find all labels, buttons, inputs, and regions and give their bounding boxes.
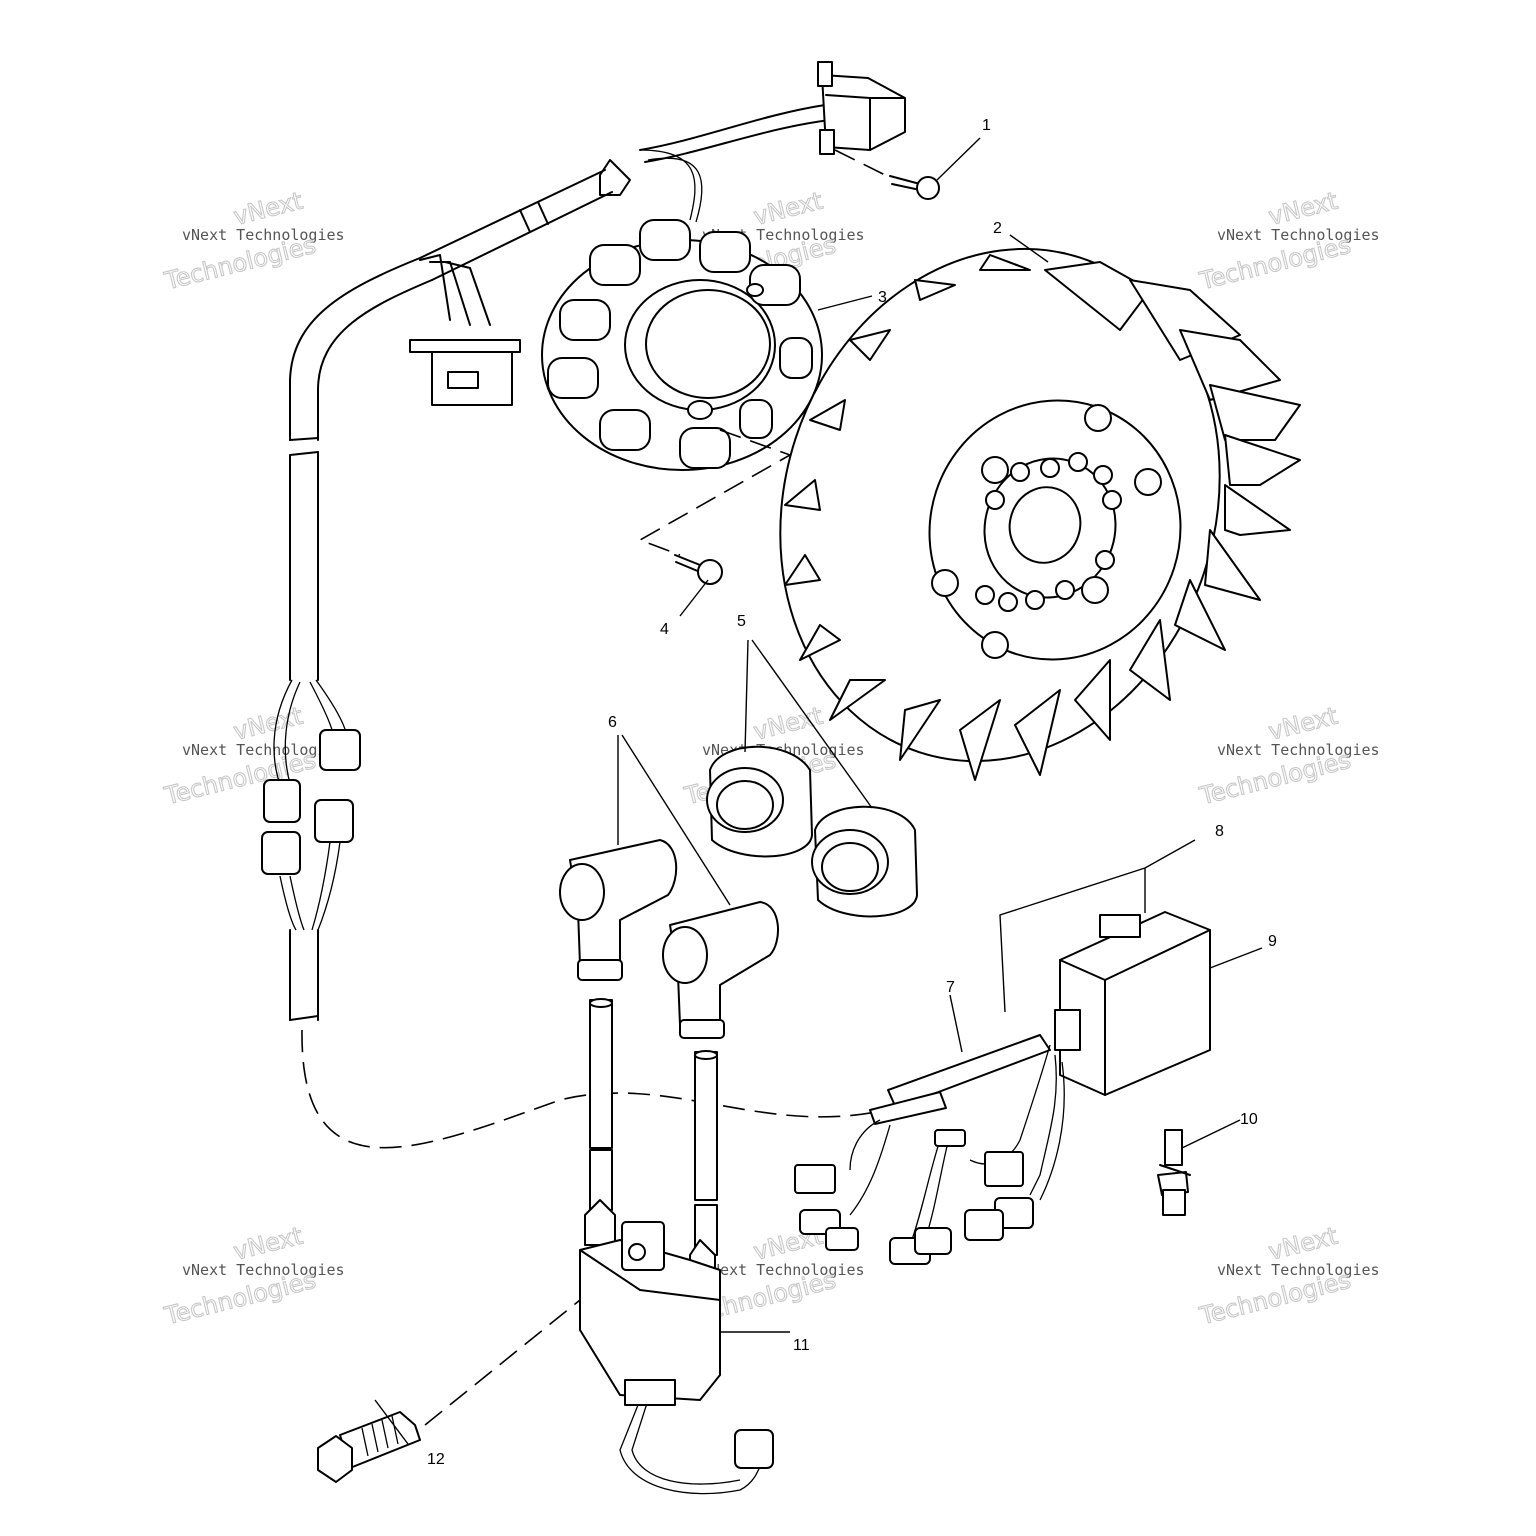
callout-5: 5 [737,613,746,630]
svg-text:vNext Technologies: vNext Technologies [702,1261,865,1279]
callout-12: 12 [427,1451,445,1468]
watermark: vNext vNext Technologies Technologies [161,701,345,811]
svg-text:vNext: vNext [231,187,306,231]
callout-10: 10 [1240,1111,1258,1128]
cdi-box [1054,911,1211,1096]
callout-2: 2 [993,220,1002,237]
callout-8: 8 [1215,823,1224,840]
terminal-10 [1157,1129,1191,1216]
flywheel-fins [784,254,1301,781]
callout-7: 7 [946,979,955,996]
grommets [706,745,918,918]
callout-1: 1 [982,117,991,134]
ignition-coil [579,998,774,1495]
callout-9: 9 [1268,933,1277,950]
watermark: vNext vNext Technologies Technologies [1196,701,1380,811]
svg-text:vNext: vNext [231,702,306,746]
callout-11: 11 [793,1337,810,1354]
leader-lines [374,137,1263,1445]
screw-1 [834,149,940,200]
svg-text:vNext Technologies: vNext Technologies [182,741,345,759]
svg-text:vNext Technologies: vNext Technologies [182,1261,345,1279]
cdi-harness [794,1034,1065,1265]
svg-text:vNext: vNext [751,187,826,231]
flywheel-bolts [931,404,1162,659]
callout-6: 6 [608,714,617,731]
watermark: vNext vNext Technologies Technologies [161,186,345,296]
coil-bolt [317,1299,581,1483]
flywheel [779,247,1301,781]
watermark: vNext vNext Technologies Technologies [1196,1221,1380,1331]
stator [541,149,823,471]
hub-holes [975,452,1122,612]
screw-4 [638,429,792,585]
svg-text:vNext: vNext [1266,187,1341,231]
svg-text:vNext Technologies: vNext Technologies [182,226,345,244]
watermark: vNext vNext Technologies Technologies [161,1221,345,1331]
svg-text:vNext Technologies: vNext Technologies [1217,741,1380,759]
svg-text:vNext: vNext [751,702,826,746]
svg-text:vNext Technologies: vNext Technologies [1217,1261,1380,1279]
watermark: vNext vNext Technologies Technologies [1196,186,1380,296]
svg-text:vNext: vNext [1266,702,1341,746]
svg-text:vNext Technologies: vNext Technologies [1217,226,1380,244]
svg-text:vNext: vNext [231,1222,306,1266]
spark-plug-caps [559,839,780,1039]
svg-text:vNext: vNext [1266,1222,1341,1266]
callout-3: 3 [878,289,887,306]
callout-4: 4 [660,621,669,638]
regulator [817,61,906,155]
callouts: 1 2 3 4 5 6 7 8 9 10 11 12 [427,117,1277,1468]
